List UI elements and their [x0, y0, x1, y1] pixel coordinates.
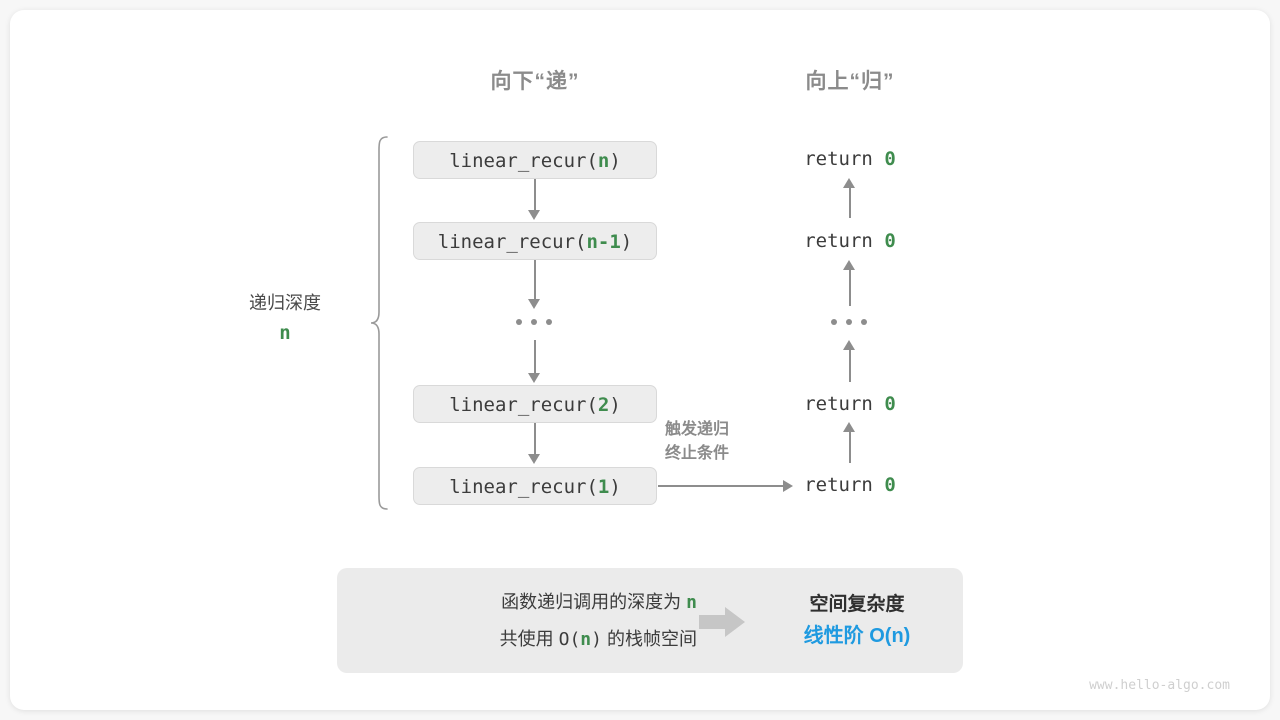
down-connector-4 [534, 423, 536, 456]
summary-left-line2-a: 共使用 [499, 629, 554, 649]
trigger-note: 触发递归 终止条件 [665, 418, 729, 466]
summary-panel: 函数递归调用的深度为 n 共使用 O(n) 的栈帧空间 空间复杂度 线性阶 O(… [337, 568, 963, 673]
summary-left-line2-d: 的栈帧空间 [607, 629, 697, 649]
up-arrowhead-2-icon [843, 260, 855, 270]
ellipsis-dot [846, 319, 852, 325]
implies-arrow-icon [699, 607, 745, 637]
base-case-connector [658, 485, 785, 487]
summary-left-line2: 共使用 O(n) 的栈帧空间 [367, 621, 697, 658]
summary-left-text: 函数递归调用的深度为 n 共使用 O(n) 的栈帧空间 [367, 584, 697, 658]
return-label-2: return 0 [730, 230, 970, 252]
call-box-2-prefix: linear_recur( [437, 231, 587, 253]
base-case-arrowhead-icon [783, 480, 793, 492]
depth-brace-icon [370, 136, 388, 510]
return-value: 0 [884, 393, 896, 415]
right-ellipsis [831, 319, 867, 325]
ellipsis-dot [516, 319, 522, 325]
return-label-1: return 0 [730, 148, 970, 170]
return-keyword: return [804, 393, 873, 415]
return-label-4: return 0 [730, 474, 970, 496]
up-arrowhead-1-icon [843, 178, 855, 188]
return-value: 0 [884, 148, 896, 170]
down-connector-1 [534, 179, 536, 212]
down-arrowhead-1-icon [528, 210, 540, 220]
summary-right-block: 空间复杂度 线性阶 O(n) [767, 590, 947, 652]
return-keyword: return [804, 148, 873, 170]
call-box-4[interactable]: linear_recur(1) [413, 467, 657, 505]
call-box-1-prefix: linear_recur( [449, 150, 598, 172]
call-box-2-suffix: ) [620, 231, 633, 253]
up-arrowhead-4-icon [843, 422, 855, 432]
call-box-4-prefix: linear_recur( [449, 476, 598, 498]
return-keyword: return [804, 474, 873, 496]
call-box-3[interactable]: linear_recur(2) [413, 385, 657, 423]
call-box-1-suffix: ) [609, 150, 621, 172]
left-ellipsis [516, 319, 552, 325]
diagram-canvas: 向下“递” 向上“归” 递归深度 n linear_recur(n) linea… [10, 10, 1270, 710]
ellipsis-dot [861, 319, 867, 325]
up-connector-1 [849, 186, 851, 218]
up-connector-2 [849, 268, 851, 306]
down-arrowhead-2-icon [528, 299, 540, 309]
return-value: 0 [884, 474, 896, 496]
call-box-3-arg: 2 [597, 394, 610, 416]
recursion-depth-text: 递归深度 [249, 293, 321, 313]
column-header-ascend: 向上“归” [805, 70, 895, 93]
call-box-4-arg: 1 [597, 476, 610, 498]
down-arrowhead-3-icon [528, 373, 540, 383]
call-box-4-suffix: ) [609, 476, 621, 498]
watermark: www.hello-algo.com [1089, 678, 1230, 693]
summary-left-line1: 函数递归调用的深度为 n [367, 584, 697, 621]
return-label-3: return 0 [730, 393, 970, 415]
down-connector-2 [534, 260, 536, 303]
call-box-1-arg: n [597, 150, 610, 172]
recursion-depth-value: n [279, 322, 291, 344]
ellipsis-dot [531, 319, 537, 325]
call-box-3-suffix: ) [609, 394, 621, 416]
ellipsis-dot [546, 319, 552, 325]
call-box-2[interactable]: linear_recur(n-1) [413, 222, 657, 260]
trigger-note-line1: 触发递归 [665, 421, 730, 438]
summary-left-line2-b: O( [558, 629, 581, 650]
down-arrowhead-4-icon [528, 454, 540, 464]
call-box-1[interactable]: linear_recur(n) [413, 141, 657, 179]
up-arrowhead-3-icon [843, 340, 855, 350]
summary-left-line1-text: 函数递归调用的深度为 [501, 592, 682, 612]
summary-left-line2-n: n [580, 629, 592, 650]
column-header-descend: 向下“递” [490, 70, 580, 93]
trigger-note-line2: 终止条件 [665, 445, 730, 462]
summary-title: 空间复杂度 [809, 594, 905, 615]
down-connector-3 [534, 340, 536, 374]
up-connector-4 [849, 430, 851, 463]
ellipsis-dot [831, 319, 837, 325]
return-value: 0 [884, 230, 896, 252]
return-keyword: return [804, 230, 873, 252]
summary-left-line2-c: ) [591, 629, 602, 650]
summary-left-line1-n: n [686, 592, 697, 613]
up-connector-3 [849, 348, 851, 382]
call-box-3-prefix: linear_recur( [449, 394, 598, 416]
recursion-depth-label: 递归深度 n [195, 288, 375, 348]
summary-complexity-value: 线性阶 O(n) [803, 625, 911, 647]
call-box-2-arg: n-1 [586, 231, 621, 253]
